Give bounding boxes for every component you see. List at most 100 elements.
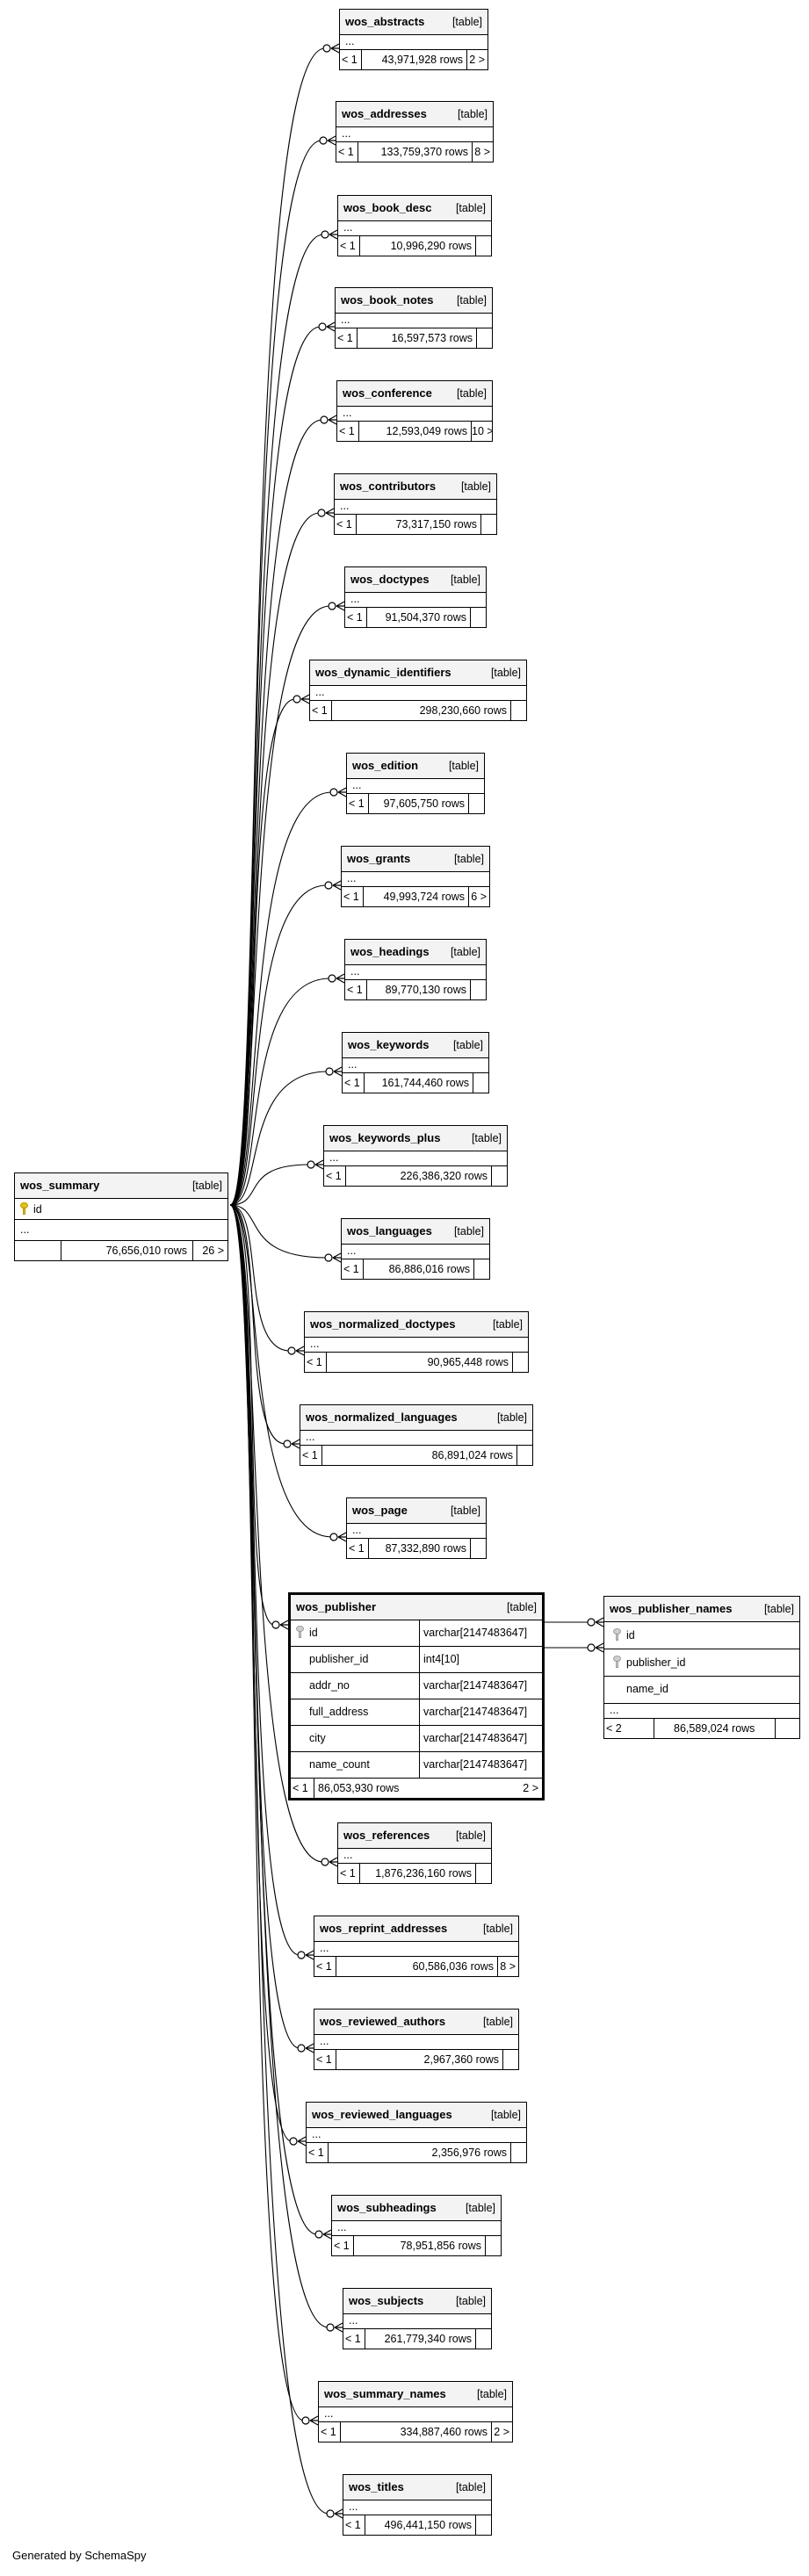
table-header: wos_publisher_names [table]	[604, 1597, 799, 1622]
relationship-line-6	[229, 512, 321, 1206]
ellipsis: ...	[341, 314, 350, 326]
parent-count: < 1	[302, 1449, 318, 1461]
table-kind: [table]	[450, 946, 480, 958]
relationship-line-6-many-marker	[325, 508, 335, 518]
more-columns-row: ...	[347, 779, 484, 794]
table-wos-publisher-names[interactable]: wos_publisher_names [table] id publisher…	[603, 1596, 800, 1739]
column-name: city	[309, 1732, 326, 1744]
more-columns-row: ...	[338, 221, 491, 236]
relationship-line-16-optional-marker	[283, 1440, 292, 1448]
column-name: id	[309, 1627, 318, 1639]
table-kind: [table]	[763, 1603, 794, 1615]
relationship-line-10-many-marker	[332, 880, 342, 891]
relationship-line-23-optional-marker	[326, 2323, 335, 2332]
children-count: 8 >	[497, 1957, 518, 1976]
table-wos-summary[interactable]: wos_summary [table] id ... 76,656,010 ro…	[14, 1173, 228, 1261]
parent-count: < 1	[347, 611, 363, 624]
row-count: 86,589,024 rows	[654, 1719, 775, 1738]
children-count	[510, 701, 526, 720]
relationship-line-6-optional-marker	[317, 509, 326, 517]
ellipsis: ...	[610, 1704, 619, 1716]
parent-count: < 1	[321, 2426, 336, 2438]
table-header: wos_doctypes[table]	[345, 567, 486, 593]
table-footer: < 1 2,356,976 rows	[307, 2143, 526, 2162]
parent-count: < 1	[343, 891, 359, 903]
ellipsis: ...	[337, 2221, 347, 2233]
relationship-line-17-many-marker	[337, 1532, 347, 1542]
table-kind: [table]	[482, 2016, 513, 2028]
row-count: 12,593,049 rows	[358, 422, 471, 441]
children-count: 2 >	[491, 2422, 512, 2442]
parent-count: < 1	[293, 1782, 308, 1794]
relationship-line-2	[229, 140, 322, 1206]
column-type: varchar[2147483647]	[419, 1620, 542, 1646]
ellipsis: ...	[347, 1245, 357, 1257]
table-name: wos_page	[352, 1504, 408, 1517]
table-kind: [table]	[450, 1504, 480, 1517]
relationship-line-10	[229, 884, 328, 1206]
children-count	[475, 1864, 491, 1883]
table-header: wos_references[table]	[338, 1823, 491, 1849]
relationship-line-21-many-marker	[297, 2136, 307, 2147]
relationship-line-4-many-marker	[326, 321, 336, 332]
relationship-line-9-many-marker	[337, 787, 347, 797]
table-kind: [table]	[471, 1132, 502, 1144]
column-type: varchar[2147483647]	[419, 1699, 542, 1725]
parent-count: < 1	[308, 2147, 324, 2159]
table-header: wos_book_desc[table]	[338, 196, 491, 221]
row-count: 334,887,460 rows	[340, 2422, 491, 2442]
parent-count: < 1	[326, 1170, 342, 1182]
row-count: 43,971,928 rows	[361, 50, 466, 69]
relationship-line-7-many-marker	[336, 601, 345, 611]
table-name: wos_conference	[343, 386, 432, 400]
row-count: 73,317,150 rows	[356, 515, 480, 534]
relationship-line-15-optional-marker	[287, 1346, 296, 1355]
table-kind: [table]	[456, 294, 487, 307]
relationship-line-15-many-marker	[295, 1346, 305, 1356]
children-count	[475, 2329, 491, 2349]
relationship-line-23-many-marker	[334, 2322, 343, 2333]
row-count: 2,356,976 rows	[328, 2143, 510, 2162]
table-kind: [table]	[476, 2388, 507, 2400]
ellipsis: ...	[347, 872, 357, 884]
relationship-line-25-many-marker	[334, 2508, 343, 2519]
table-kind: [table]	[191, 1180, 222, 1192]
table-kind: [table]	[455, 2481, 486, 2493]
relationship-line-4-optional-marker	[318, 322, 327, 331]
row-count: 86,886,016 rows	[363, 1259, 473, 1279]
row-count: 261,779,340 rows	[365, 2329, 475, 2349]
generated-by-footer: Generated by SchemaSpy	[12, 2549, 147, 2562]
ellipsis: ...	[342, 127, 351, 140]
primary-key-icon	[20, 1202, 28, 1215]
